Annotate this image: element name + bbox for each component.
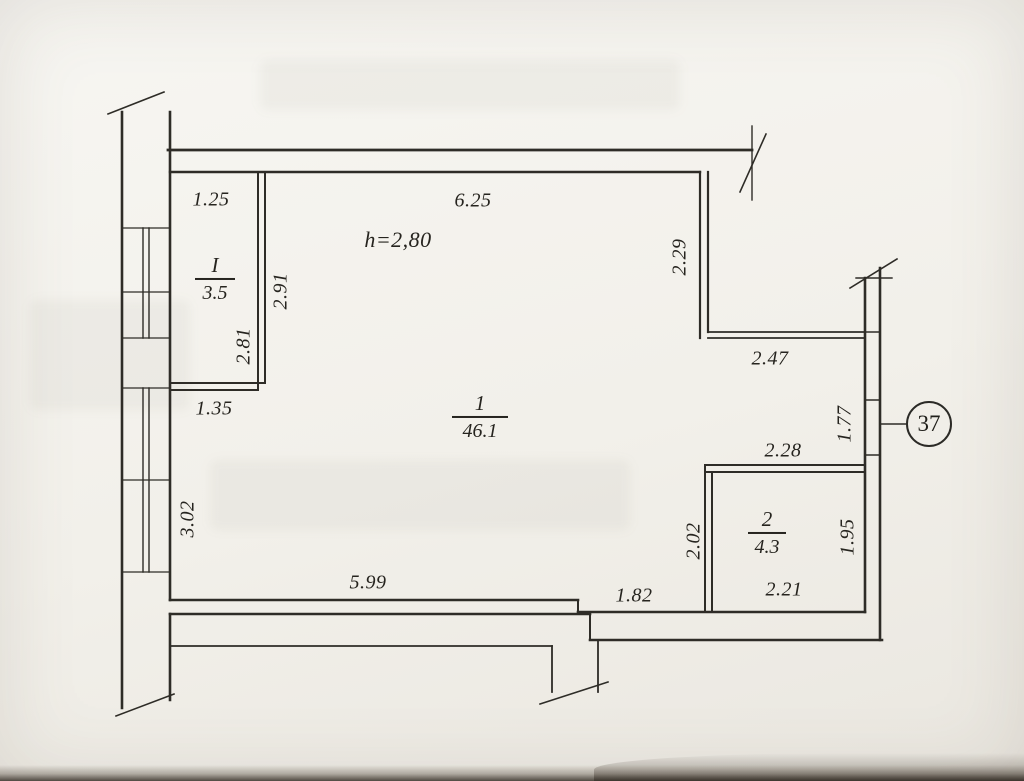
apartment-number-badge: 37 (906, 401, 952, 447)
bleedthrough-smudge (210, 460, 630, 530)
room-number: 2 (761, 506, 773, 531)
room-number: I (211, 252, 219, 277)
top-wall (166, 125, 768, 201)
hall-partition (698, 170, 866, 340)
room-label-i: I 3.5 (195, 254, 235, 304)
dim-room-i-right: 2.91 (269, 272, 292, 310)
bleedthrough-smudge (260, 60, 680, 110)
room-2-partition (704, 464, 866, 613)
dim-room2-right: 1.95 (836, 518, 859, 556)
dim-top-wall: 6.25 (454, 189, 492, 212)
dim-room2-left: 2.02 (682, 522, 705, 560)
dim-left-wall: 3.02 (176, 500, 199, 538)
room-area: 46.1 (462, 420, 498, 443)
room-area: 3.5 (202, 282, 228, 305)
dim-room2-top: 2.28 (764, 439, 802, 462)
dim-room2-bottom: 2.21 (765, 578, 803, 601)
fraction-rule (748, 532, 786, 535)
left-wall (106, 90, 176, 718)
room-label-main: 1 46.1 (452, 392, 508, 442)
dim-bottom-wall: 5.99 (349, 571, 387, 594)
right-wall (848, 257, 899, 642)
dim-room-i-inner: 2.81 (232, 327, 255, 365)
dim-hall-right: 2.29 (668, 238, 691, 276)
dim-room-i-bottom: 1.35 (195, 397, 233, 420)
scan-shadow-bottom (0, 765, 1024, 781)
apartment-number: 37 (917, 411, 941, 436)
bleedthrough-smudge (30, 300, 190, 410)
room-area: 4.3 (754, 536, 780, 559)
room-number: 1 (474, 390, 486, 415)
dim-room-i-top: 1.25 (192, 188, 230, 211)
lower-neighbor-wall (170, 639, 610, 706)
room-label-2: 2 4.3 (748, 508, 786, 558)
dim-bottom-step: 1.82 (615, 584, 653, 607)
bottom-wall (168, 598, 884, 642)
dim-right-window: 1.77 (833, 405, 856, 443)
fraction-rule (195, 278, 235, 281)
height-note: h=2,80 (364, 227, 432, 252)
fraction-rule (452, 416, 508, 419)
room-i-partition (170, 173, 266, 391)
dim-hall-bottom: 2.47 (751, 347, 789, 370)
